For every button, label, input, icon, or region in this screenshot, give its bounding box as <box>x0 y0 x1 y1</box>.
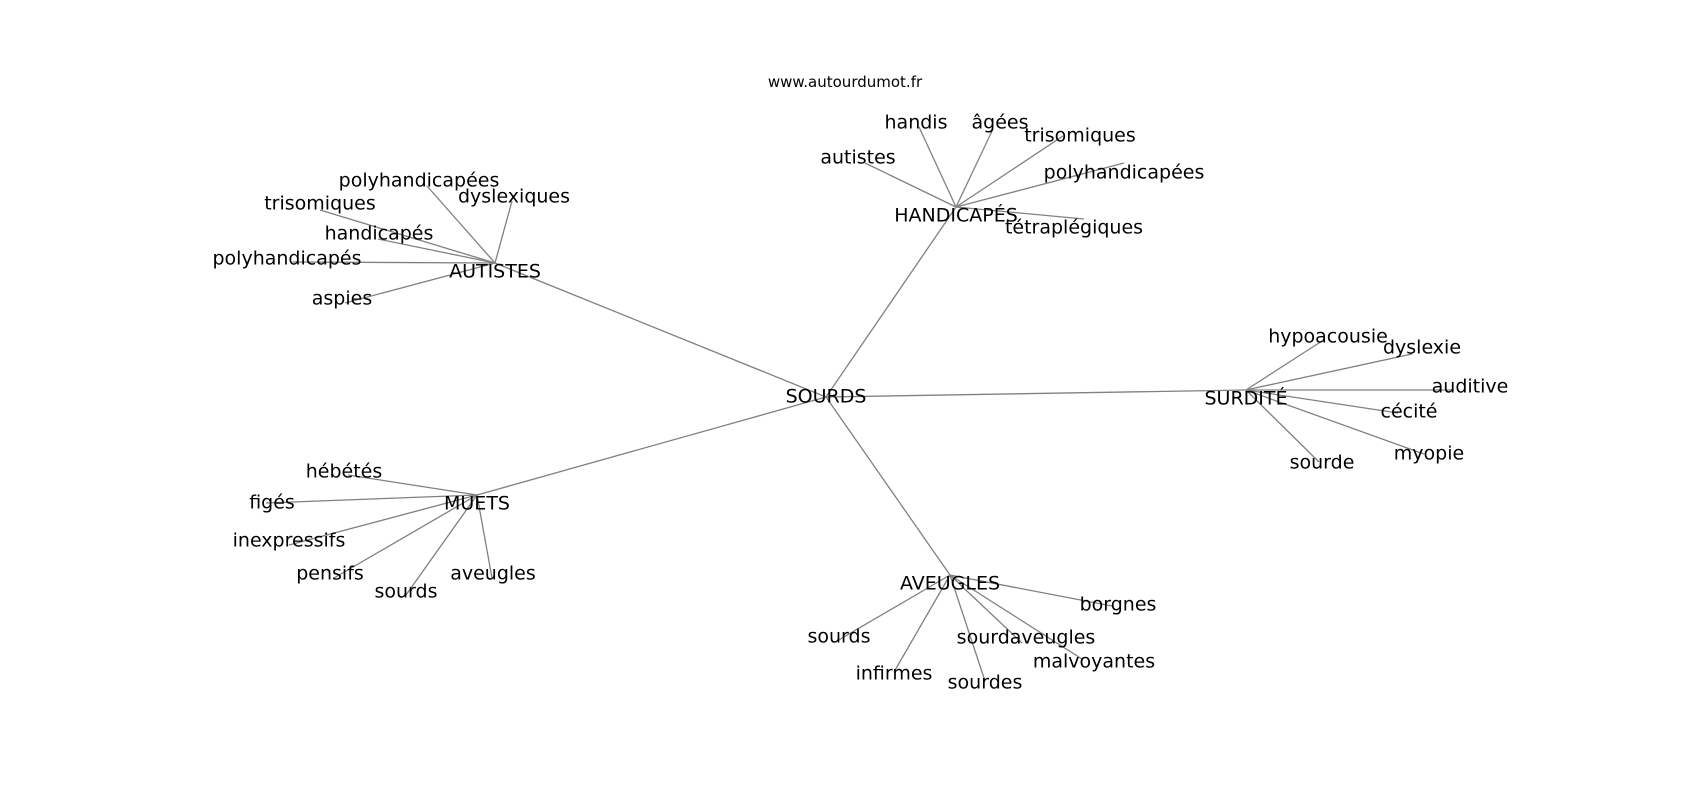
edge-hub-to-word <box>918 126 957 208</box>
leaf-node-label: malvoyantes <box>1032 650 1156 673</box>
edge-hub-to-word <box>1245 389 1425 455</box>
edge-hub-to-word <box>292 261 496 264</box>
edge-hub-to-word <box>476 494 493 579</box>
edge-hub-to-word <box>836 574 951 642</box>
edge-hub-to-word <box>955 162 1125 208</box>
leaf-node-label: trisomiques <box>264 192 376 215</box>
hub-node-label: MUETS <box>444 492 510 515</box>
hub-node-label: SURDITÉ <box>1204 387 1288 410</box>
leaf-node-label: hypoacousie <box>1268 325 1388 348</box>
leaf-node-label: myopie <box>1393 442 1465 465</box>
edge-hub-to-word <box>864 162 957 208</box>
edge-hub-to-word <box>949 574 986 682</box>
edge-hub-to-word <box>344 262 496 304</box>
hub-node-label: AUTISTES <box>449 260 541 283</box>
edge-center-to-hub <box>825 206 957 398</box>
leaf-node-label: dyslexie <box>1382 336 1462 359</box>
leaf-node-label: borgnes <box>1079 593 1157 616</box>
hub-node-label: HANDICAPÉS <box>894 204 1018 227</box>
edge-hub-to-word <box>949 574 1083 660</box>
edge-center-to-hub <box>825 396 951 576</box>
edge-hub-to-word <box>347 474 478 496</box>
watermark-text: www.autourdumot.fr <box>767 73 923 91</box>
leaf-node-label: aspies <box>311 287 373 310</box>
hub-node-label: AVEUGLES <box>899 572 1001 595</box>
leaf-node-label: aveugles <box>450 562 536 585</box>
leaf-node-label: autistes <box>820 146 896 169</box>
leaf-node-label: cécité <box>1380 400 1438 423</box>
edge-hub-to-word <box>949 574 1113 607</box>
edge-hub-to-word <box>893 574 951 673</box>
leaf-node-label: pensifs <box>296 562 364 585</box>
edge-hub-to-word <box>955 206 1085 220</box>
edge-hub-to-word <box>377 238 496 264</box>
leaf-node-label: tétraplégiques <box>1004 216 1144 239</box>
edge-hub-to-word <box>319 209 496 264</box>
leaf-node-label: infirmes <box>855 662 933 685</box>
edge-hub-to-word <box>288 494 478 546</box>
leaf-node-label: sourde <box>1289 451 1355 474</box>
leaf-node-label: polyhandicapées <box>338 169 500 192</box>
leaf-node-label: polyhandicapés <box>212 247 362 270</box>
leaf-node-label: polyhandicapées <box>1043 161 1205 184</box>
edge-hub-to-word <box>1245 353 1413 391</box>
leaf-node-label: hébétés <box>305 460 383 483</box>
edge-hub-to-word <box>405 494 478 596</box>
edge-hub-to-word <box>494 200 513 264</box>
edge-hub-to-word <box>955 128 994 208</box>
edge-center-to-hub <box>476 396 827 496</box>
edge-center-to-hub <box>494 262 827 398</box>
leaf-node-label: sourds <box>374 580 438 603</box>
leaf-node-label: handicapés <box>324 222 434 245</box>
leaf-node-label: sourdes <box>947 671 1023 694</box>
leaf-node-label: trisomiques <box>1024 124 1136 147</box>
leaf-node-label: sourds <box>807 625 871 648</box>
edge-hub-to-word <box>949 574 1023 644</box>
edge-hub-to-word <box>426 185 496 264</box>
edge-hub-to-word <box>333 494 478 579</box>
center-node-label: SOURDS <box>785 385 867 408</box>
leaf-node-label: dyslexiques <box>457 185 571 208</box>
leaf-node-label: âgées <box>971 111 1029 134</box>
leaf-node-label: figés <box>249 491 295 514</box>
leaf-node-label: auditive <box>1431 375 1509 398</box>
leaf-node-label: handis <box>884 111 948 134</box>
leaf-node-label: sourdaveugles <box>956 626 1096 649</box>
edge-hub-to-word <box>1245 340 1323 391</box>
edge-hub-to-word <box>955 135 1064 208</box>
edge-center-to-hub <box>825 389 1247 398</box>
edge-hub-to-word <box>1245 389 1399 414</box>
leaf-node-label: inexpressifs <box>232 529 346 552</box>
edge-hub-to-word <box>1245 389 1320 463</box>
edge-hub-to-word <box>265 494 478 504</box>
